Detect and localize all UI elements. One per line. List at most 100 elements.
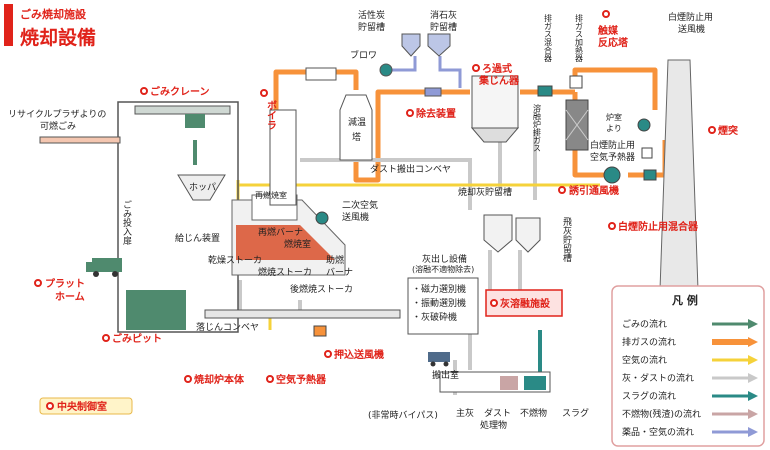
header-subtitle: ごみ焼却施設	[20, 7, 87, 21]
label-control-room: 中央制御室	[57, 400, 107, 413]
label-induced-fan: 誘引通風機	[569, 184, 619, 197]
label-secondary-fan-1: 二次空気	[342, 199, 378, 211]
legend-item-arrow-icon	[748, 319, 758, 329]
legend-box	[611, 285, 765, 447]
label-incinerator: 焼却炉本体	[194, 373, 245, 386]
legend-item-label: 空気の流れ	[622, 354, 667, 366]
label-plume-heater-1: 白煙防止用	[590, 139, 635, 151]
label-air-preheater: 空気予熱器	[276, 373, 327, 386]
label-recycle-2: 可燃ごみ	[40, 120, 76, 132]
legend-title: 凡 例	[672, 293, 698, 307]
legend-item-arrow-icon	[748, 427, 758, 437]
secondary-air-fan	[315, 211, 329, 225]
plume-preheater	[641, 147, 653, 159]
gas-heater	[569, 75, 583, 89]
header-accent-bar	[4, 4, 13, 46]
crane-rail	[134, 105, 231, 115]
label-magnet: ・磁力選別機	[412, 283, 466, 295]
carry-out-truck	[428, 352, 450, 367]
label-cooling-2: 塔	[352, 131, 361, 143]
crane-bucket	[185, 114, 205, 128]
label-plume-heater-2: 空気予熱器	[590, 151, 635, 163]
label-vibration: ・振動選別機	[412, 297, 466, 309]
label-mixer: 排ガス混合器	[544, 13, 553, 63]
bag-filter	[470, 75, 520, 143]
label-plume-air-2: 送風機	[678, 23, 705, 35]
label-removal: 除去装置	[416, 107, 456, 120]
label-dust-treat-1: ダスト	[484, 407, 511, 419]
legend-item-arrow-icon	[748, 373, 758, 383]
chemical-flow-lines	[390, 56, 462, 88]
label-crusher: ・灰破砕機	[412, 311, 457, 323]
legend-item-arrow-icon	[748, 337, 758, 347]
label-melting: 灰溶融施設	[500, 297, 551, 310]
label-recycle-1: リサイクルプラザよりの	[8, 109, 106, 120]
label-dust-treat-2: 処理物	[480, 419, 507, 431]
ash-bunkers	[439, 371, 551, 393]
cooling-tower	[339, 94, 373, 161]
header: ごみ焼却施設 焼却設備	[4, 4, 96, 49]
label-catalyst-1: 触媒	[597, 24, 619, 37]
label-hopper: ホッパ	[189, 182, 216, 193]
removal-device	[424, 87, 442, 97]
label-blower: ブロワ	[350, 49, 377, 61]
label-carbon-1: 活性炭	[358, 9, 385, 21]
legend-item-label: ごみの流れ	[622, 318, 667, 330]
lime-tank	[427, 33, 451, 57]
flue-duct	[305, 67, 337, 81]
label-combustion-stoker: 燃焼ストーカ	[258, 266, 312, 278]
label-crane: ごみクレーン	[150, 85, 210, 98]
label-carbon-2: 貯留槽	[358, 21, 385, 33]
label-platform-1: プラット	[45, 277, 85, 290]
legend: 凡 例 ごみの流れ排ガスの流れ空気の流れ灰・ダストの流れスラグの流れ不燃物(残渣…	[611, 285, 765, 447]
fly-ash-tank	[515, 217, 541, 253]
label-ash-equip-1: 灰出し設備	[422, 253, 467, 265]
label-bypass: (非常時バイパス)	[368, 409, 438, 421]
page-title: 焼却設備	[20, 26, 96, 49]
label-secondary-fan-2: 送風機	[342, 211, 369, 223]
label-lime-2: 貯留槽	[430, 21, 457, 33]
legend-item-arrow-icon	[748, 355, 758, 365]
label-slag: スラグ	[562, 407, 589, 419]
label-noncombustible: 不燃物	[520, 407, 547, 419]
incineration-ash-tank	[483, 214, 513, 253]
chemical-tanks	[379, 33, 451, 97]
label-boiler: ボイラ	[265, 100, 277, 130]
label-ash-equip-2: (溶融不適物除去)	[412, 264, 474, 274]
label-forced-fan: 押込送風機	[334, 348, 384, 361]
blower	[379, 63, 393, 77]
label-catalyst-2: 反応塔	[598, 36, 629, 49]
legend-item-label: スラグの流れ	[622, 390, 676, 402]
hopper-shape	[177, 174, 226, 201]
garbage-truck	[86, 258, 122, 277]
legend-item-label: 排ガスの流れ	[622, 336, 676, 348]
label-bag-filter-2: 集じん器	[478, 74, 520, 87]
legend-items: ごみの流れ排ガスの流れ空気の流れ灰・ダストの流れスラグの流れ不燃物(残渣)の流れ…	[622, 318, 758, 438]
label-cooling-1: 減温	[348, 116, 366, 128]
label-door: ごみ投入扉	[121, 199, 132, 246]
carbon-tank	[401, 33, 421, 57]
label-dust-conveyor: ダスト搬出コンベヤ	[370, 163, 451, 175]
label-burner: バーナ	[326, 267, 353, 278]
melting-facility-box	[485, 289, 563, 317]
plume-air-fan	[637, 118, 651, 132]
label-aux-burner: 助燃	[326, 254, 344, 266]
plume-mixer	[643, 169, 657, 181]
label-heater: 排ガス加熱器	[575, 13, 584, 63]
label-recomb-burner-1: 再燃バーナ	[258, 226, 303, 238]
legend-item-arrow-icon	[748, 409, 758, 419]
legend-item-label: 灰・ダストの流れ	[622, 372, 694, 384]
label-recomb-burner-2: 燃焼室	[284, 238, 311, 250]
legend-item-arrow-icon	[748, 391, 758, 401]
label-furnace-2: より	[606, 124, 622, 133]
label-lime-1: 消石灰	[430, 9, 457, 21]
ash-storage	[483, 214, 541, 253]
label-chimney: 煙突	[718, 124, 738, 137]
legend-item-label: 不燃物(残渣)の流れ	[622, 408, 701, 420]
label-furnace-1: 炉室	[606, 112, 622, 122]
label-recombustion: 再燃焼室	[255, 190, 287, 200]
stoker-fire	[236, 225, 335, 260]
labels: ごみクレーン リサイクルプラザよりの 可燃ごみ ホッパ 給じん装置 ごみ投入扉 …	[8, 9, 738, 431]
recycle-chute	[39, 136, 121, 144]
